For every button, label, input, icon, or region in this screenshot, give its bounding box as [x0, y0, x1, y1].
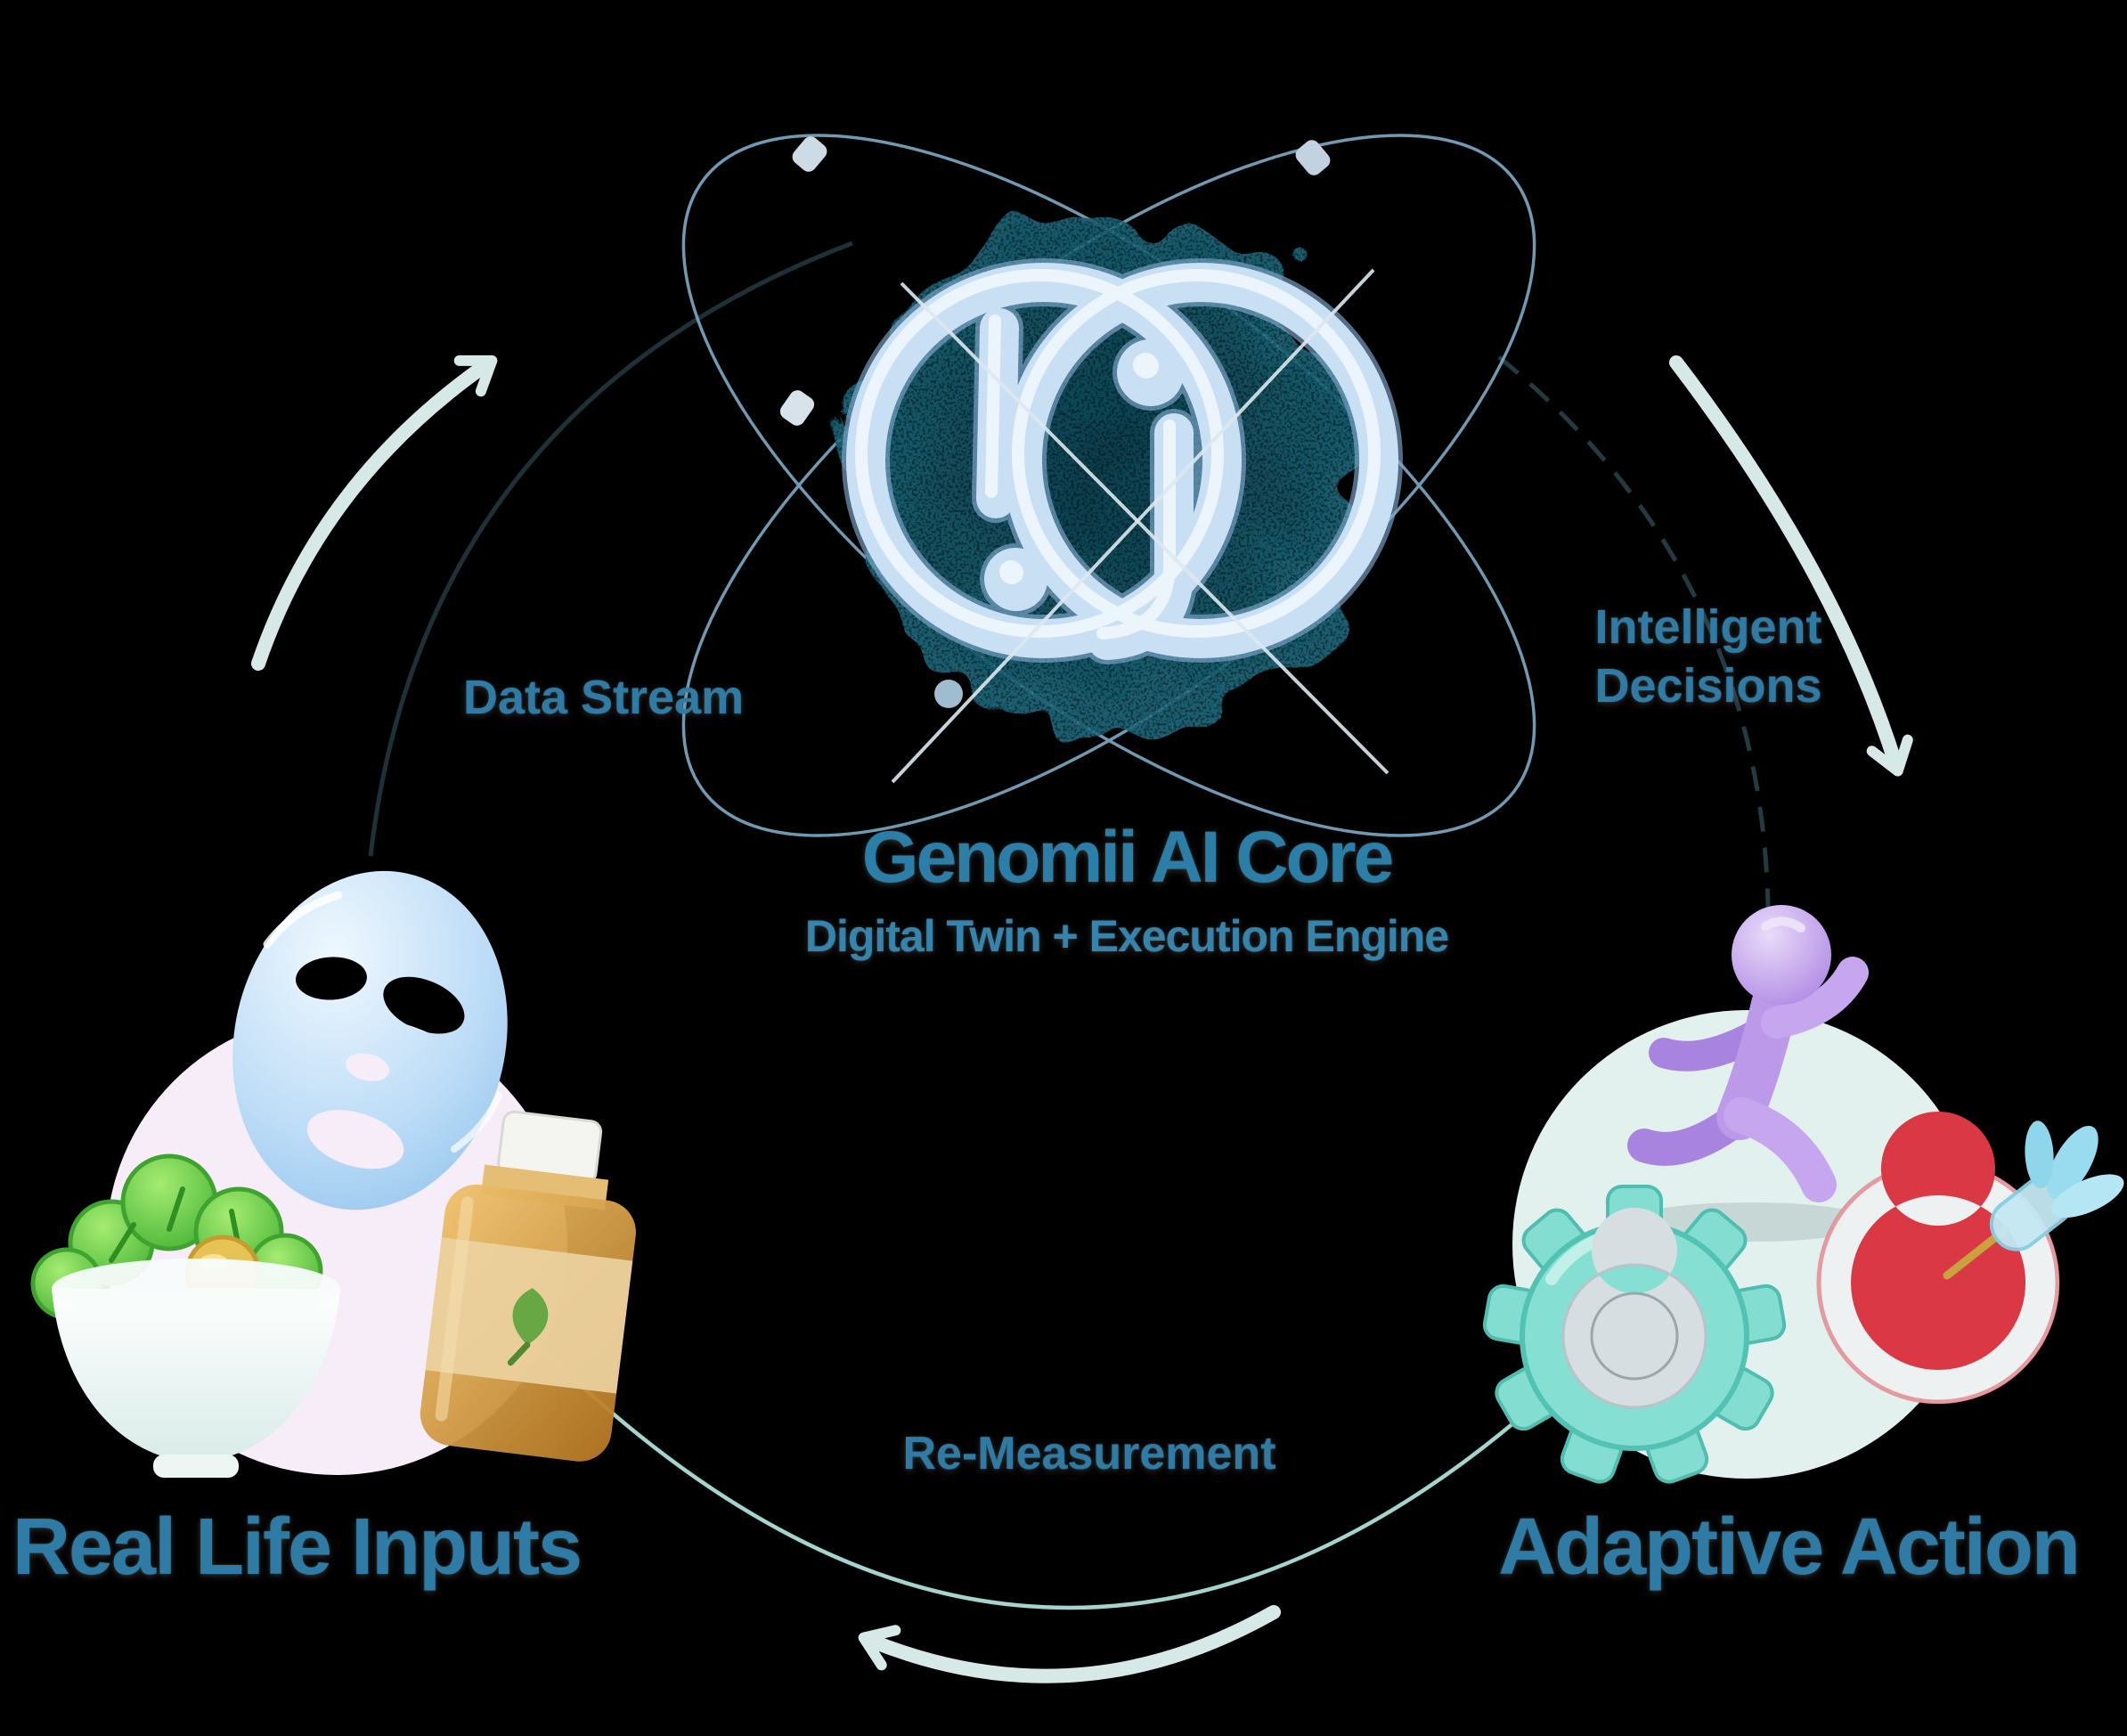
- orbit-foreground: [779, 136, 1389, 784]
- cycle-arc-bottom: [474, 1277, 1664, 1610]
- orbit-node-dot-icon: [934, 680, 963, 708]
- node-adaptive-action: [1482, 905, 2124, 1484]
- orbit-bead-icon: [779, 390, 815, 426]
- cycle-arc-upper-right: [1497, 355, 1771, 909]
- adaptive-action-title: Adaptive Action: [1498, 1503, 2081, 1592]
- gear-icon: [1482, 1185, 1787, 1484]
- re-measurement-label: Re-Measurement: [902, 1428, 1276, 1479]
- data-stream-arrow: [251, 355, 498, 671]
- orbit-bead-icon: [1295, 140, 1331, 175]
- genomii-logo-icon: [842, 258, 1403, 664]
- target-dart-icon: [1816, 1112, 2124, 1405]
- real-life-inputs-title: Real Life Inputs: [12, 1503, 583, 1592]
- intelligent-decisions-line1: Intelligent: [1594, 600, 1822, 654]
- salad-bowl-icon: [30, 1153, 340, 1478]
- cycle-arc-upper-left: [368, 240, 853, 857]
- flow-arrows: [251, 355, 1913, 1683]
- core-subtitle: Digital Twin + Execution Engine: [804, 911, 1449, 961]
- intelligent-decisions-label: Intelligent Decisions: [1594, 599, 1821, 716]
- core-title: Genomii AI Core: [861, 817, 1394, 898]
- intelligent-decisions-line2: Decisions: [1594, 658, 1822, 713]
- intelligent-decisions-arrow: [1669, 355, 1913, 777]
- data-stream-label: Data Stream: [463, 671, 745, 724]
- orbit-bead-icon: [792, 136, 827, 172]
- cycle-circle: [368, 240, 1771, 1610]
- node-real-life-inputs: [30, 846, 636, 1478]
- supplement-bottle-icon: [420, 1110, 636, 1462]
- re-measurement-arrow: [858, 1605, 1281, 1683]
